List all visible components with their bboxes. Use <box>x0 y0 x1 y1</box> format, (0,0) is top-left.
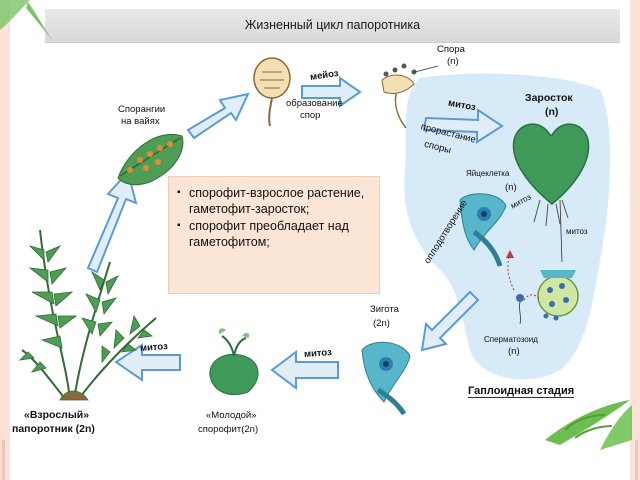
sperm-icon <box>506 250 541 325</box>
arrow-zygote-to-young <box>270 350 339 390</box>
mitosis-small-label-2: митоз <box>566 227 588 236</box>
spore-ploidy-label: (n) <box>447 56 459 67</box>
zygote-ploidy-label: (2n) <box>373 318 390 329</box>
prothallus-icon <box>512 123 590 263</box>
arrow-young-to-adult <box>114 343 181 382</box>
frame-stripe-left <box>2 440 5 480</box>
archegonium-icon <box>459 193 507 267</box>
title-bar <box>45 9 620 43</box>
corner-fern-bottom-right-icon <box>545 400 632 450</box>
adult-fern-line2: папоротник (2n) <box>12 423 95 435</box>
young-sporophyte-line2: спорофит(2n) <box>198 424 259 435</box>
slide-title: Жизненный цикл папоротника <box>244 18 421 32</box>
arrow-meiosis <box>301 76 362 108</box>
zygote-icon <box>361 341 411 416</box>
sporangia-leaf-icon <box>117 133 184 186</box>
info-box: спорофит-взрослое растение, гаметофит-за… <box>168 176 380 294</box>
arrow-spore-germination <box>422 108 504 144</box>
slide-frame-right <box>630 0 640 480</box>
arrow-fern-to-sporangia <box>86 169 138 274</box>
adult-fern-line1: «Взрослый» <box>24 409 90 421</box>
egg-ploidy-label: (n) <box>505 182 517 193</box>
sporangia-line2: на вайях <box>121 116 160 127</box>
zygote-label: Зигота <box>370 304 399 315</box>
arrow-fertilization <box>420 290 480 352</box>
prothallus-ploidy-label: (n) <box>545 106 559 118</box>
released-spores-icon <box>381 63 439 129</box>
mitosis-left-label: митоз <box>139 341 169 354</box>
young-sporophyte-icon <box>209 328 259 396</box>
corner-fern-top-left-icon <box>0 0 52 40</box>
info-item-2: спорофит преобладает над гаметофитом; <box>177 218 369 250</box>
spore-formation-line1: образование <box>286 98 343 109</box>
spore-formation-line2: спор <box>300 110 321 121</box>
prothallus-label: Заросток <box>525 92 573 104</box>
spore-label: Спора <box>437 44 465 55</box>
adult-fern-icon <box>18 229 157 401</box>
arrow-sporangia-to-spores <box>186 92 250 140</box>
egg-cell-label: Яйцеклетка <box>466 169 510 178</box>
mitosis-bottom-label: митоз <box>303 347 333 360</box>
slide-frame-left <box>0 0 10 480</box>
sporangia-line1: Спорангии <box>118 104 166 115</box>
info-item-1: спорофит-взрослое растение, гаметофит-за… <box>177 185 369 217</box>
sporangium-icon <box>253 57 291 127</box>
haploid-stage-label: Гаплоидная стадия <box>468 385 575 398</box>
antheridium-icon <box>537 270 579 321</box>
frame-stripe-right <box>635 440 638 480</box>
sperm-ploidy-label: (n) <box>508 346 520 357</box>
sperm-label: Сперматозоид <box>484 335 538 344</box>
young-sporophyte-line1: «Молодой» <box>206 410 257 421</box>
